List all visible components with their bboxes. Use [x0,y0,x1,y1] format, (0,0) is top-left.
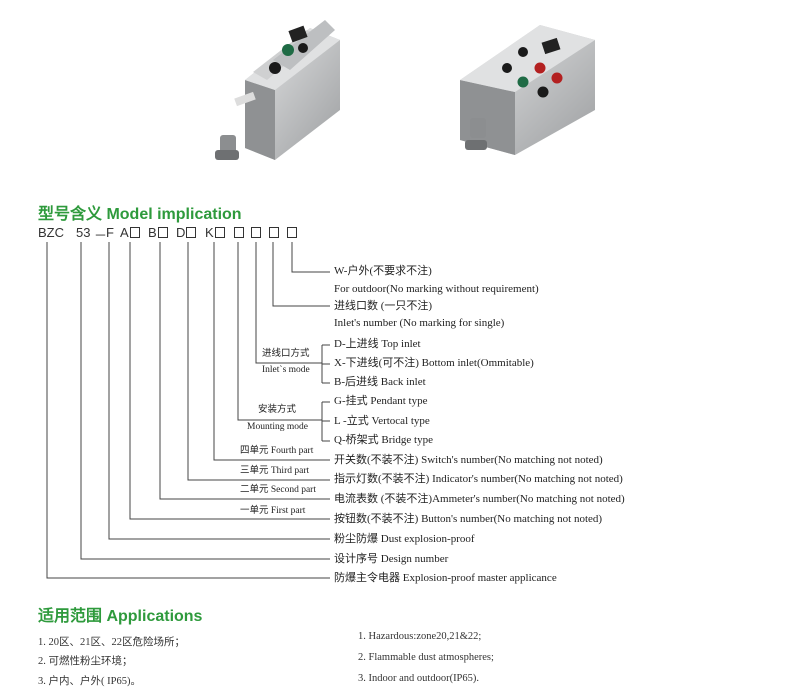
mounting-en: Mounting mode [247,422,308,432]
back-inlet: B-后进线 Back inlet [334,376,426,388]
code-a: A [120,225,140,240]
switch-number: 开关数(不装不注) Switch's number(No matching no… [334,454,603,466]
button-number: 按钮数(不装不注) Button's number(No matching no… [334,513,603,525]
inlet-cn: 进线口数 (一只不注) [334,300,433,312]
product-photo-2-unit [215,20,340,160]
ammeter-number: 电流表数 (不装不注)Ammeter's number(No matching … [334,493,625,505]
third-part: 三单元 Third part [240,466,310,476]
code-f: F [106,225,114,240]
first-part: 一单元 First part [240,506,306,516]
code-bzc: BZC [38,225,64,240]
dust-explosion: 粉尘防爆 Dust explosion-proof [334,533,475,545]
app-en-2: 2. Flammable dust atmospheres; [358,652,494,663]
applications-heading: 适用范围 Applications [38,608,203,625]
code-d: D [176,225,197,240]
app-cn-3: 3. 户内、户外( IP65)。 [38,676,141,687]
code-box-4 [286,225,297,240]
code-box-2 [250,225,261,240]
vertical-type: L -立式 Vertocal type [334,415,430,427]
fourth-part: 四单元 Fourth part [240,446,314,456]
app-en-3: 3. Indoor and outdoor(IP65). [358,673,480,684]
inlet-mode-cn: 进线口方式 [262,349,310,359]
inlet-en: Inlet's number (No marking for single) [334,317,505,329]
app-cn-2: 2. 可燃性粉尘环境； [38,656,133,667]
app-en-1: 1. Hazardous:zone20,21&22; [358,631,482,642]
code-number: 53 [76,225,91,240]
outdoor-cn: W-户外(不要求不注) [334,265,432,277]
mounting-cn: 安装方式 [258,405,297,415]
code-k: K [205,225,225,240]
code-box-3 [268,225,279,240]
pendant-type: G-挂式 Pendant type [334,395,428,407]
second-part: 二单元 Second part [240,485,316,495]
bottom-inlet: X-下进线(可不注) Bottom inlet(Ommitable) [334,357,534,369]
inlet-mode-en: Inlet`s mode [262,365,310,375]
model-heading: 型号含义 Model implication [38,206,242,223]
indicator-number: 指示灯数(不装不注) Indicator's number(No matchin… [334,473,623,485]
outdoor-en: For outdoor(No marking without requireme… [334,283,539,295]
bridge-type: Q-桥架式 Bridge type [334,434,433,446]
app-cn-1: 1. 20区、21区、22区危险场所； [38,637,185,648]
top-inlet: D-上进线 Top inlet [334,338,421,350]
code-box-1 [233,225,244,240]
master-appliance: 防爆主令电器 Explosion-proof master applicance [334,572,557,584]
product-photo-3-unit [460,25,595,155]
code-dash: － [94,228,108,243]
design-number: 设计序号 Design number [334,553,449,565]
code-b: B [148,225,168,240]
